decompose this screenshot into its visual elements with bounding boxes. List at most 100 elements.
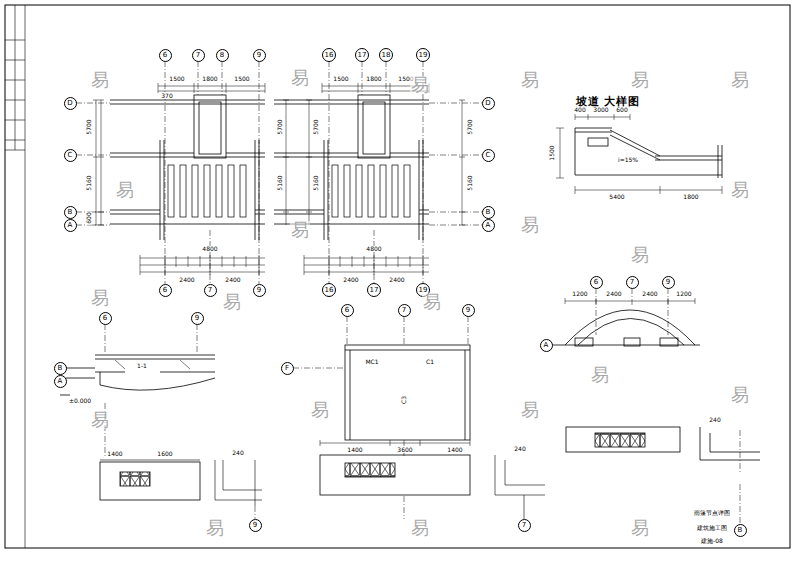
grid-bubble: A [540,339,553,352]
drawing-path [283,100,289,225]
drawing-path [320,440,470,446]
grid-bubble: 6 [99,312,112,325]
drawing-path [565,298,695,304]
dimension-text: 240 [231,450,244,456]
dimension-text: 240 [708,417,721,423]
drawing-rect [624,338,640,346]
grid-bubble: 9 [462,304,475,317]
grid-label: 6 [163,287,167,294]
drawing-path [495,455,545,519]
dimension-text: 1800 [201,76,218,82]
grid-label: 6 [103,315,107,322]
arch-elevation [552,288,700,346]
dimension-text: 600 [615,107,628,113]
watermark: 易 [422,293,442,311]
dimension-text: 600 [86,211,92,224]
drawing-rect [595,433,645,447]
dimension-text: 5700 [467,118,473,135]
grid-bubble: 19 [416,48,430,62]
grid-label: 17 [370,287,379,294]
drawing-path [100,460,262,506]
dimension-text: C1 [425,359,435,365]
dimension-text: 1600 [156,451,173,457]
drawing-rect [120,472,150,486]
watermark: 易 [730,71,750,89]
grid-label: 7 [630,279,634,286]
canopy-detail [566,427,760,524]
grid-label: C [68,152,73,159]
dimension-text: 1200 [571,291,588,297]
grid-bubble: 16 [322,48,336,62]
drawing-path [459,100,465,225]
dimension-text: 1-1 [136,363,148,369]
grid-bubble: B [482,206,495,219]
ramp-section [556,114,722,194]
watermark: 易 [410,76,430,94]
drawing-rect [588,138,608,146]
grid-bubble: 9 [249,519,262,532]
watermark: 易 [310,401,330,419]
drawing-title: 坡道 大样图 [575,96,642,107]
dimension-text: i=15% [617,157,639,163]
grid-label: D [67,100,72,107]
watermark: 易 [115,181,135,199]
dimension-text: 1500 [233,76,250,82]
grid-bubble: 9 [191,312,204,325]
dimension-text: 5160 [467,174,473,191]
grid-label: 16 [325,52,334,59]
watermark: 易 [290,69,310,87]
grid-bubble: B [734,524,747,537]
grid-bubble: 6 [159,49,172,62]
grid-label: A [58,378,63,385]
grid-bubble: 7 [626,276,639,289]
sheet-frame [5,5,790,548]
drawing-rect [345,345,470,440]
grid-label: 7 [522,522,526,529]
grid-bubble: 17 [355,48,369,62]
watermark: 易 [730,386,750,404]
drawing-path [115,360,190,369]
grid-label: 7 [196,52,200,59]
dimension-text: 3600 [396,447,413,453]
grid-label: 6 [163,52,167,59]
watermark: 易 [630,71,650,89]
grid-bubble: B [64,206,77,219]
drawing-rect [345,463,395,477]
grid-label: A [68,222,73,229]
grid-bubble: A [54,375,67,388]
grid-label: B [68,209,73,216]
watermark: 易 [90,71,110,89]
drawing-path [76,103,110,225]
grid-label: B [486,209,491,216]
drawing-path [293,316,468,519]
dimension-text: MC1 [364,359,379,365]
drawing-path [93,100,104,225]
grid-label: 16 [325,287,334,294]
drawing-rect [320,455,470,495]
watermark: 易 [590,366,610,384]
grid-bubble: 17 [367,283,381,297]
drawing-use [110,61,265,284]
grid-bubble: 9 [662,276,675,289]
grid-label: A [544,342,549,349]
dimension-text: 2400 [178,277,195,283]
watermark: 易 [520,216,540,234]
dimension-text: 2400 [641,291,658,297]
section-1-1 [60,324,262,519]
drawing-path [60,355,215,395]
dimension-text: 建施-08 [700,538,724,544]
drawing-path [740,430,741,524]
dimension-text: 1500 [168,76,185,82]
watermark: 易 [222,293,242,311]
plan-dimensions [76,100,482,225]
watermark: 易 [520,71,540,89]
grid-bubble: 6 [159,284,172,297]
dimension-text: 3000 [592,107,609,113]
dimension-text: 1400 [106,451,123,457]
grid-bubble: A [64,219,77,232]
grid-bubble: 7 [204,284,217,297]
grid-label: C [486,152,491,159]
drawing-path [306,100,312,225]
